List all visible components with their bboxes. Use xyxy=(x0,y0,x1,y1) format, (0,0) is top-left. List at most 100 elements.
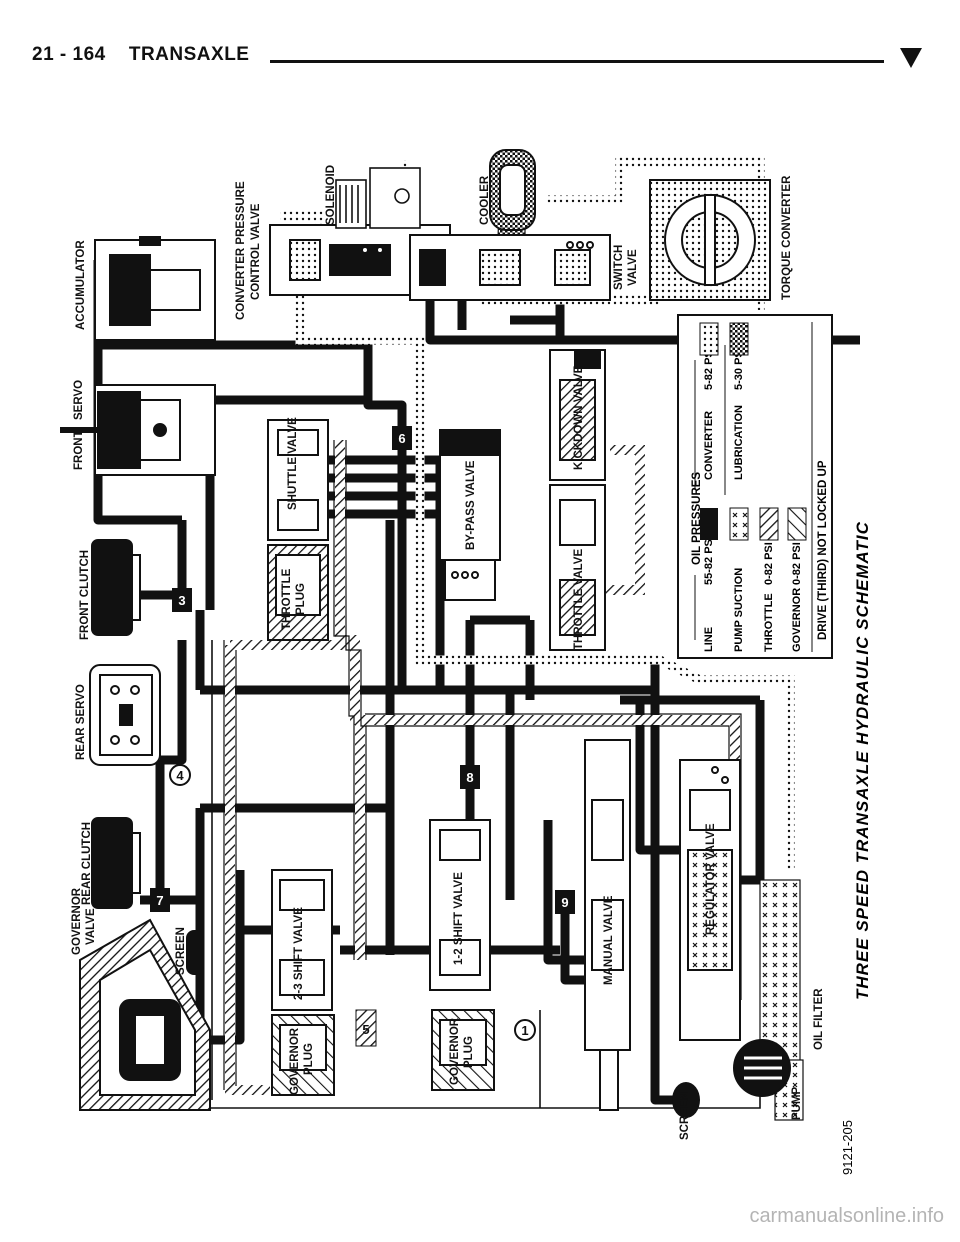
header-rule xyxy=(270,60,884,63)
front-clutch xyxy=(91,539,141,636)
circuit-marker-9: 9 xyxy=(555,890,575,914)
label-front-servo-2: SERVO xyxy=(73,380,85,420)
governor-valve xyxy=(79,918,211,1111)
legend-row-governor: GOVERNOR 0-82 PSI xyxy=(787,507,807,652)
label-solenoid: SOLENOID xyxy=(325,165,337,225)
legend-row-converter: CONVERTER 5-82 PSI xyxy=(699,322,719,480)
shuttle-valve xyxy=(267,419,329,541)
page-number: 21 - 164 xyxy=(32,44,106,65)
label-switch-valve-2: VALVE xyxy=(627,249,639,286)
label-regulator-valve: REGULATOR VALVE xyxy=(705,823,717,935)
figure-caption: THREE SPEED TRANSAXLE HYDRAULIC SCHEMATI… xyxy=(853,521,872,1000)
legend-row-throttle: THROTTLE 0-82 PSI xyxy=(759,507,779,652)
svg-text:0-82 PSI: 0-82 PSI xyxy=(763,542,775,585)
svg-text:4: 4 xyxy=(176,768,184,783)
label-throttle-valve: THROTTLE VALVE xyxy=(573,549,585,650)
circuit-marker-6: 6 xyxy=(392,426,412,450)
label-cpc-valve-1: CONVERTER PRESSURE xyxy=(235,181,247,320)
circuit-marker-3: 3 xyxy=(172,588,192,612)
svg-text:55-82 PSI: 55-82 PSI xyxy=(703,536,715,585)
switch-valve xyxy=(409,234,611,301)
label-rear-servo: REAR SERVO xyxy=(75,684,87,760)
label-front-servo-1: FRONT xyxy=(73,430,85,470)
label-pump: PUMP xyxy=(791,1086,803,1120)
throttle-plug-valve xyxy=(267,544,329,641)
governor-plug-right xyxy=(431,1009,495,1091)
shift-valve-2-3 xyxy=(271,869,333,1011)
svg-text:3: 3 xyxy=(178,593,185,608)
cooler xyxy=(489,149,536,231)
label-shift-valve-1-2: 1-2 SHIFT VALVE xyxy=(453,872,465,965)
label-manual-valve: MANUAL VALVE xyxy=(603,895,615,985)
section-title: TRANSAXLE xyxy=(128,44,250,65)
watermark: carmanualsonline.info xyxy=(749,1205,944,1227)
screen-upper xyxy=(186,930,204,975)
circuit-marker-8: 8 xyxy=(460,765,480,789)
label-governor-plug-2a: GOVERNOR xyxy=(449,1017,461,1085)
svg-text:LINE: LINE xyxy=(703,627,715,652)
label-cooler: COOLER xyxy=(479,175,491,225)
rear-servo xyxy=(89,664,161,766)
svg-text:7: 7 xyxy=(156,893,163,908)
label-switch-valve-1: SWITCH xyxy=(613,245,625,290)
svg-text:5: 5 xyxy=(362,1022,369,1037)
label-oil-filter: OIL FILTER xyxy=(813,988,825,1050)
circuit-marker-1: 1 xyxy=(514,1019,536,1041)
legend-row-pump-suction: PUMP SUCTION xyxy=(729,507,749,652)
svg-text:PUMP SUCTION: PUMP SUCTION xyxy=(733,568,745,652)
svg-text:5-30 PSI: 5-30 PSI xyxy=(733,347,745,390)
label-cpc-valve-2: CONTROL VALVE xyxy=(250,203,262,300)
circuit-marker-5: 5 xyxy=(355,1009,377,1047)
label-throttle-plug-2: PLUG xyxy=(295,583,307,615)
solenoid xyxy=(335,167,421,229)
svg-text:CONVERTER: CONVERTER xyxy=(703,411,715,480)
legend-title: OIL PRESSURES xyxy=(691,472,703,565)
svg-text:0-82 PSI: 0-82 PSI xyxy=(791,542,803,585)
bypass-valve xyxy=(439,429,501,601)
circuit-marker-7: 7 xyxy=(150,888,170,912)
label-governor-valve-1: GOVERNOR xyxy=(71,887,83,955)
label-bypass-valve: BY-PASS VALVE xyxy=(465,460,477,550)
label-shuttle-valve: SHUTTLE VALVE xyxy=(287,417,299,510)
label-screen-lower: SCREEN xyxy=(679,1092,691,1140)
accumulator xyxy=(94,236,216,341)
label-governor-valve-2: VALVE xyxy=(85,908,97,945)
svg-text:6: 6 xyxy=(398,431,405,446)
label-governor-plug-2b: PLUG xyxy=(463,1036,475,1068)
figure-id: 9121-205 xyxy=(840,1120,855,1175)
front-servo xyxy=(60,384,216,476)
oil-pressure-legend: OIL PRESSURES LINE 55-82 PSI PUMP SUCTIO… xyxy=(677,314,833,659)
screen-lower xyxy=(672,1082,700,1118)
label-governor-plug-1b: PLUG xyxy=(303,1043,315,1075)
svg-text:9: 9 xyxy=(561,895,568,910)
svg-text:GOVERNOR: GOVERNOR xyxy=(791,588,803,652)
regulator-valve xyxy=(679,759,741,1041)
svg-text:1: 1 xyxy=(521,1023,528,1038)
label-accumulator: ACCUMULATOR xyxy=(75,240,87,330)
pump xyxy=(733,1039,791,1097)
page-header: 21 - 164 TRANSAXLE xyxy=(32,40,922,72)
svg-text:5-82 PSI: 5-82 PSI xyxy=(703,347,715,390)
page-header-text: 21 - 164 TRANSAXLE xyxy=(32,44,249,66)
component-labels: GOVERNOR VALVE REAR CLUTCH REAR SERVO FR… xyxy=(71,165,825,1140)
svg-text:8: 8 xyxy=(466,770,473,785)
label-governor-plug-1a: GOVERNOR xyxy=(289,1027,301,1095)
label-kickdown-valve: KICKDOWN VALVE xyxy=(573,365,585,470)
triangle-icon xyxy=(900,48,922,68)
legend-row-line: LINE 55-82 PSI xyxy=(700,508,718,652)
circuit-markers: 3 4 7 6 8 9 1 5 xyxy=(150,426,575,1047)
legend-row-lubrication: LUBRICATION 5-30 PSI xyxy=(729,322,749,480)
manual-valve xyxy=(584,739,631,1111)
torque-converter xyxy=(649,179,771,301)
governor-plug-left xyxy=(271,1014,335,1096)
circuit-marker-4: 4 xyxy=(169,764,191,786)
label-torque-converter: TORQUE CONVERTER xyxy=(781,175,793,300)
legend-mode: DRIVE (THIRD) NOT LOCKED UP xyxy=(817,460,829,640)
label-front-clutch: FRONT CLUTCH xyxy=(79,550,91,640)
svg-text:THROTTLE: THROTTLE xyxy=(763,593,775,652)
label-rear-clutch: REAR CLUTCH xyxy=(81,822,93,905)
label-throttle-plug-1: THROTTLE xyxy=(281,568,293,630)
kickdown-valve xyxy=(549,349,606,481)
label-shift-valve-2-3: 2-3 SHIFT VALVE xyxy=(293,907,305,1000)
